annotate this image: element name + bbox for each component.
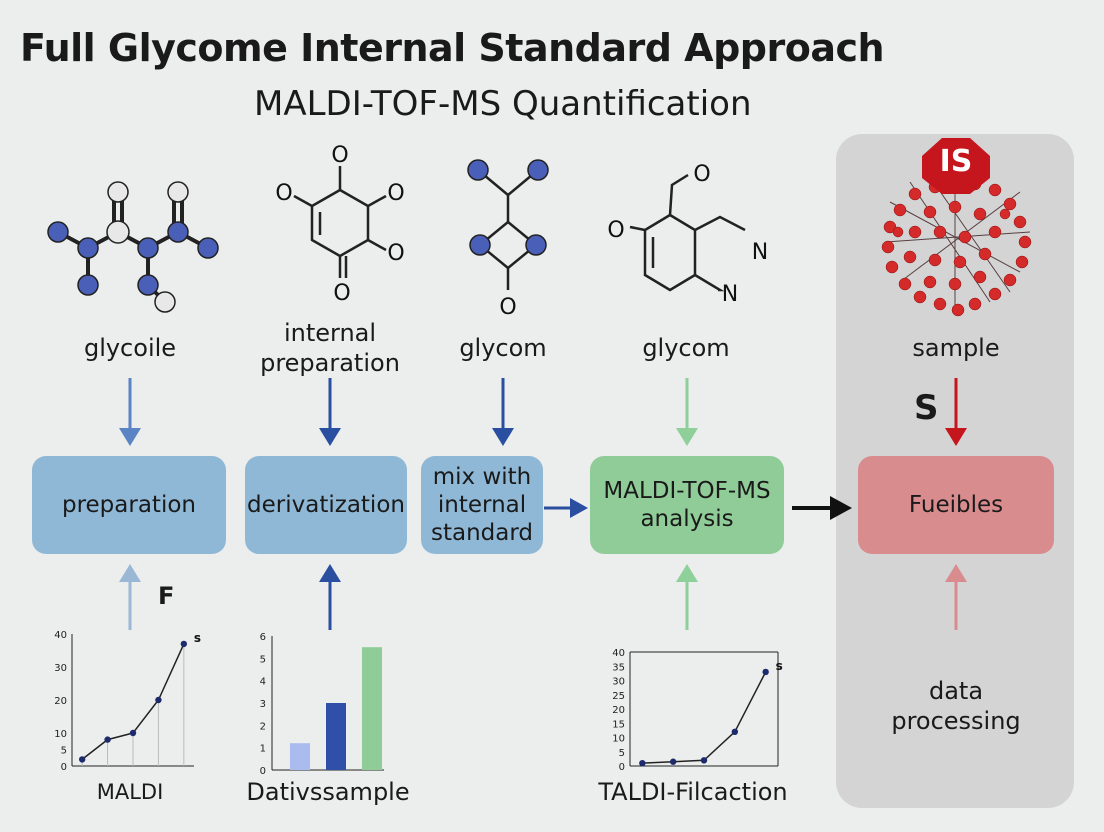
fueibles-label: Fueibles bbox=[908, 492, 1004, 518]
y-tick-label: 0 bbox=[61, 762, 67, 773]
internal-label-line1: internal bbox=[283, 319, 377, 347]
data-point bbox=[155, 696, 162, 704]
derivatization-step-label: derivatization bbox=[247, 492, 405, 518]
data-point bbox=[180, 640, 188, 648]
sample-label: sample bbox=[912, 334, 1000, 362]
bar bbox=[326, 703, 346, 770]
y-tick-label: 3 bbox=[260, 699, 266, 710]
is-badge: IS bbox=[939, 144, 973, 179]
page-subtitle: MALDI-TOF-MS Quantification bbox=[254, 84, 752, 124]
data-point bbox=[731, 728, 739, 735]
dativssample-chart-label: Dativssample bbox=[246, 778, 410, 806]
mix-with-internal-standard-box: mix with internal standard bbox=[421, 456, 543, 554]
mix-line3: standard bbox=[430, 520, 534, 546]
data-processing-label: data processing bbox=[891, 677, 1021, 735]
glycom-molecule-icon: O bbox=[467, 159, 549, 320]
preparation-step-box: preparation bbox=[32, 456, 226, 554]
y-tick-label: 0 bbox=[619, 762, 625, 773]
s-annotation: S bbox=[914, 388, 939, 428]
svg-text:O: O bbox=[275, 181, 292, 206]
svg-text:O: O bbox=[331, 143, 348, 168]
internal-label-line2: preparation bbox=[260, 349, 400, 377]
glycom-bicyclic-molecule-icon: O O NN bbox=[607, 162, 768, 305]
y-tick-label: 5 bbox=[619, 748, 625, 759]
data-point bbox=[78, 756, 86, 763]
bar bbox=[362, 647, 382, 770]
svg-text:O: O bbox=[387, 241, 404, 266]
series-line bbox=[642, 671, 767, 764]
y-tick-label: 0 bbox=[260, 766, 266, 777]
data-point bbox=[104, 736, 111, 743]
y-tick-label: 5 bbox=[260, 654, 266, 665]
internal-standard-cluster-icon bbox=[881, 138, 1032, 317]
glycom-label-1: glycom bbox=[459, 334, 547, 362]
glycoile-molecule-icon bbox=[47, 181, 219, 313]
svg-text:O: O bbox=[693, 162, 710, 187]
y-tick-label: 25 bbox=[612, 691, 625, 702]
y-tick-label: 10 bbox=[54, 729, 67, 740]
svg-text:N: N bbox=[752, 240, 768, 265]
mix-line2: internal bbox=[437, 492, 527, 518]
series-annotation: s bbox=[776, 659, 783, 673]
svg-text:O: O bbox=[607, 218, 624, 243]
y-tick-label: 5 bbox=[61, 746, 67, 757]
svg-text:N: N bbox=[722, 282, 738, 305]
taldi-line-chart: 0 5 10 15 20 25 30 35 40 s bbox=[612, 648, 783, 773]
derivatization-step-box: derivatization bbox=[245, 456, 407, 554]
page-title: Full Glycome Internal Standard Approach bbox=[20, 26, 885, 70]
f-annotation: F bbox=[158, 582, 175, 610]
y-tick-label: 2 bbox=[260, 721, 266, 732]
glycom-label-2: glycom bbox=[642, 334, 730, 362]
svg-text:O: O bbox=[387, 181, 404, 206]
svg-text:O: O bbox=[499, 295, 516, 320]
maldi-line1: MALDI-TOF-MS bbox=[603, 478, 771, 504]
y-tick-label: 15 bbox=[612, 719, 625, 730]
y-tick-label: 20 bbox=[54, 696, 67, 707]
data-point bbox=[669, 758, 677, 765]
y-tick-label: 30 bbox=[54, 663, 67, 674]
maldi-line-chart: 0 5 10 20 30 40 s bbox=[54, 630, 201, 773]
fueibles-box: Fueibles bbox=[858, 456, 1054, 554]
y-tick-label: 20 bbox=[612, 705, 625, 716]
maldi-line2: analysis bbox=[640, 506, 734, 532]
internal-preparation-molecule-icon: O O O O O bbox=[275, 143, 404, 306]
data-point bbox=[129, 729, 137, 737]
preparation-step-label: preparation bbox=[61, 492, 196, 518]
y-tick-label: 1 bbox=[260, 744, 266, 755]
internal-preparation-label: internal preparation bbox=[230, 318, 430, 378]
data-point bbox=[700, 757, 708, 764]
series-annotation: s bbox=[194, 631, 201, 645]
y-tick-label: 6 bbox=[260, 632, 266, 643]
data-point bbox=[762, 668, 769, 676]
mix-line1: mix with bbox=[432, 464, 532, 490]
data-point bbox=[639, 759, 646, 767]
y-tick-label: 35 bbox=[612, 662, 625, 673]
y-tick-label: 4 bbox=[260, 677, 266, 688]
svg-text:O: O bbox=[333, 281, 350, 306]
dativssample-bar-chart: 0 1 2 3 4 5 6 bbox=[260, 632, 384, 777]
bar bbox=[290, 743, 310, 770]
taldi-chart-label: TALDI-Filcaction bbox=[598, 778, 788, 806]
maldi-chart-label: MALDI bbox=[96, 780, 164, 804]
y-tick-label: 10 bbox=[612, 734, 625, 745]
glycoile-label: glycoile bbox=[83, 334, 177, 362]
y-tick-label: 30 bbox=[612, 677, 625, 688]
y-tick-label: 40 bbox=[54, 630, 67, 641]
y-tick-label: 40 bbox=[612, 648, 625, 659]
maldi-tof-ms-analysis-box: MALDI-TOF-MS analysis bbox=[590, 456, 784, 554]
